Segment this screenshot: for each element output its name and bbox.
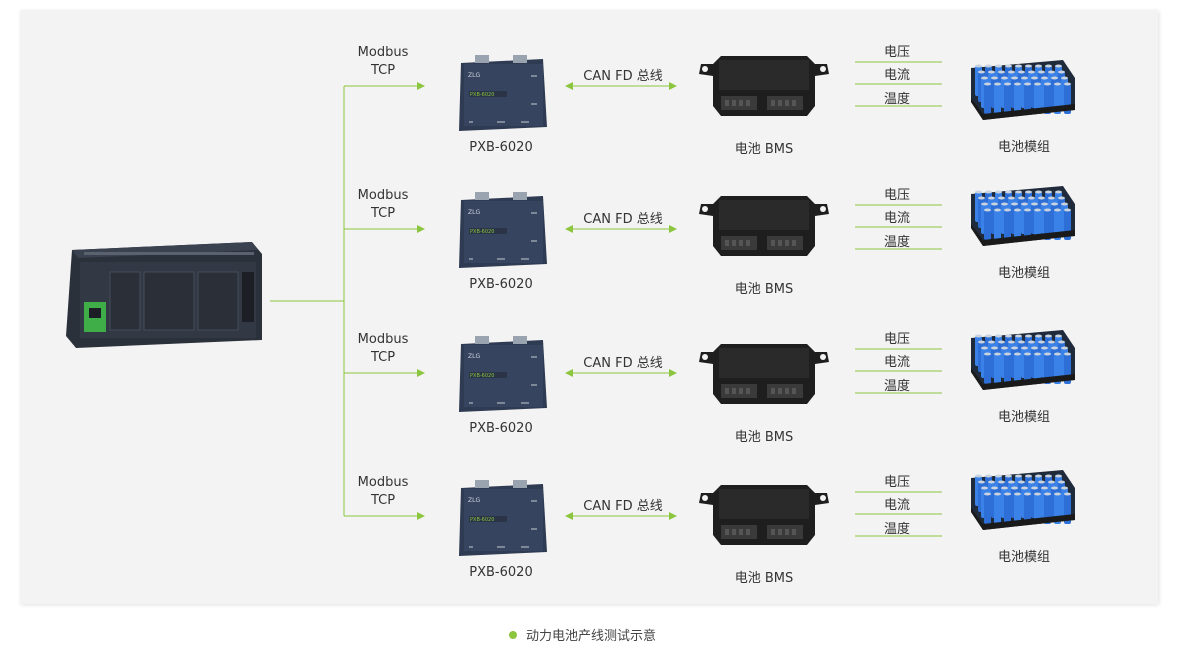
protocol-line2: TCP bbox=[370, 493, 396, 508]
bms-device bbox=[695, 340, 833, 408]
battery-pack-label: 电池模组 bbox=[997, 410, 1051, 425]
protocol-line1: Modbus bbox=[357, 475, 409, 490]
signal-label: 电压 bbox=[883, 332, 911, 347]
gateway-label: PXB-6020 bbox=[469, 277, 533, 292]
bms-device bbox=[695, 52, 833, 120]
gateway-brand: ZLG bbox=[468, 497, 480, 504]
signal-label: 温度 bbox=[883, 379, 911, 394]
protocol-line1: Modbus bbox=[357, 332, 409, 347]
canfd-label: CAN FD 总线 bbox=[583, 499, 663, 514]
gateway-model: PXB-6020 bbox=[470, 229, 494, 235]
signal-label: 电压 bbox=[883, 188, 911, 203]
bms-device bbox=[695, 481, 833, 549]
bullet-dot-icon bbox=[509, 631, 517, 639]
caption-text: 动力电池产线测试示意 bbox=[526, 629, 657, 644]
protocol-line1: Modbus bbox=[357, 45, 409, 60]
battery-pack-label: 电池模组 bbox=[997, 266, 1051, 281]
bms-label: 电池 BMS bbox=[734, 571, 794, 586]
gateway-brand: ZLG bbox=[468, 353, 480, 360]
signal-label: 温度 bbox=[883, 235, 911, 250]
signal-label: 温度 bbox=[883, 92, 911, 107]
gateway-model: PXB-6020 bbox=[470, 373, 494, 379]
protocol-line2: TCP bbox=[370, 350, 396, 365]
bms-device bbox=[695, 192, 833, 260]
plc-controller bbox=[66, 242, 262, 348]
gateway-label: PXB-6020 bbox=[469, 421, 533, 436]
bms-label: 电池 BMS bbox=[734, 282, 794, 297]
battery-pack bbox=[967, 58, 1077, 124]
gateway-device: ZLG PXB-6020 bbox=[457, 336, 547, 414]
battery-pack-label: 电池模组 bbox=[997, 140, 1051, 155]
battery-pack-label: 电池模组 bbox=[997, 550, 1051, 565]
bms-label: 电池 BMS bbox=[734, 142, 794, 157]
signal-label: 电流 bbox=[883, 355, 911, 370]
gateway-device: ZLG PXB-6020 bbox=[457, 480, 547, 558]
signal-label: 电压 bbox=[883, 475, 911, 490]
signal-label: 电流 bbox=[883, 68, 911, 83]
gateway-model: PXB-6020 bbox=[470, 517, 494, 523]
signal-label: 电压 bbox=[883, 45, 911, 60]
canfd-label: CAN FD 总线 bbox=[583, 212, 663, 227]
protocol-line2: TCP bbox=[370, 63, 396, 78]
gateway-brand: ZLG bbox=[468, 209, 480, 216]
figure-caption: 动力电池产线测试示意 bbox=[509, 625, 656, 644]
signal-label: 电流 bbox=[883, 498, 911, 513]
bms-label: 电池 BMS bbox=[734, 430, 794, 445]
canfd-label: CAN FD 总线 bbox=[583, 69, 663, 84]
gateway-label: PXB-6020 bbox=[469, 140, 533, 155]
battery-pack bbox=[967, 328, 1077, 394]
battery-pack bbox=[967, 468, 1077, 534]
signal-label: 电流 bbox=[883, 211, 911, 226]
gateway-device: ZLG PXB-6020 bbox=[457, 192, 547, 270]
gateway-model: PXB-6020 bbox=[470, 92, 494, 98]
gateway-label: PXB-6020 bbox=[469, 565, 533, 580]
gateway-device: ZLG PXB-6020 bbox=[457, 55, 547, 133]
battery-pack bbox=[967, 184, 1077, 250]
signal-label: 温度 bbox=[883, 522, 911, 537]
protocol-line2: TCP bbox=[370, 206, 396, 221]
gateway-brand: ZLG bbox=[468, 72, 480, 79]
canfd-label: CAN FD 总线 bbox=[583, 356, 663, 371]
protocol-line1: Modbus bbox=[357, 188, 409, 203]
